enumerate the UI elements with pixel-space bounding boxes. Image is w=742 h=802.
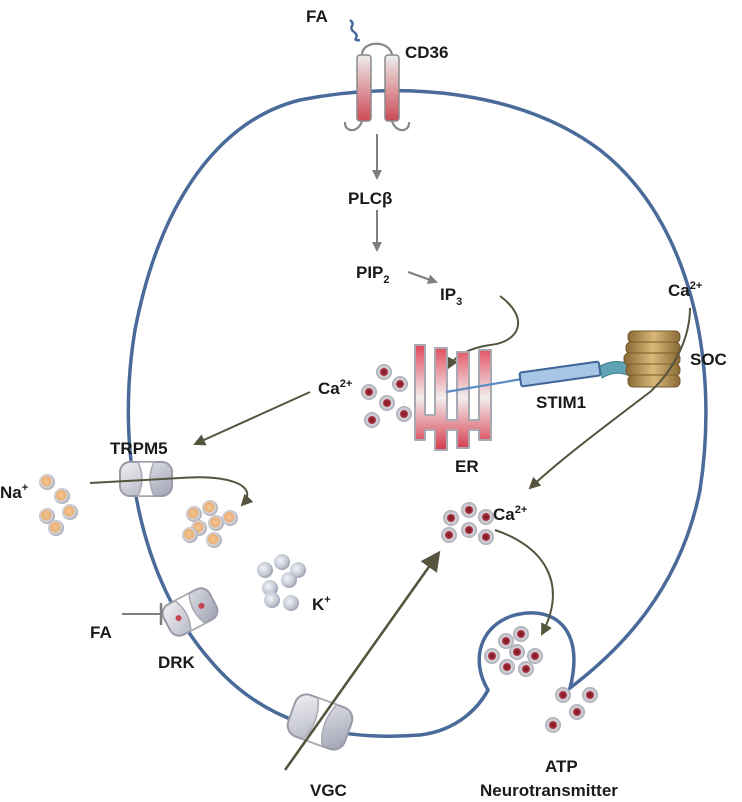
extracellular-sodium-ions [39,474,78,536]
label-stim1: STIM1 [536,393,586,412]
stim1-tether [445,377,523,394]
arrow-vgc-ca-influx [283,550,441,771]
label-plc-beta: PLCβ [348,189,392,208]
label-fa-left: FA [90,623,112,642]
potassium-ions [257,554,306,611]
label-ca-extracellular: Ca2+ [668,280,702,300]
label-pip2: PIP2 [356,263,390,286]
label-fa-top: FA [306,7,328,26]
label-neurotransmitter: Neurotransmitter [480,781,618,800]
label-na: Na+ [0,482,28,502]
label-trpm5: TRPM5 [110,439,168,458]
label-soc: SOC [690,350,727,369]
cytosolic-calcium-ions [441,502,494,545]
cd36-receptor [343,42,411,132]
label-vgc: VGC [310,781,347,800]
soc-channel [623,330,681,388]
label-cd36: CD36 [405,43,448,62]
arrow-soc-ca-influx [528,307,691,490]
endoplasmic-reticulum [414,344,492,451]
fatty-acid-squiggle-icon [349,19,361,42]
label-ca-cytosol: Ca2+ [493,504,527,524]
stim1-protein [518,360,602,388]
label-ca-er: Ca2+ [318,378,352,398]
er-calcium-ions [361,364,412,428]
label-er: ER [455,457,479,476]
arrow-ca-to-vesicle [494,529,554,636]
drk-channel [161,587,219,637]
released-atp-vesicles [545,687,598,733]
intracellular-sodium-ions [182,500,238,548]
cell-membrane [126,88,708,738]
label-ip3: IP3 [440,285,462,308]
label-drk: DRK [158,653,196,672]
label-atp: ATP [545,757,578,776]
label-k: K+ [312,594,331,614]
vesicle-calcium-ions [484,626,543,677]
arrow-pip2-to-ip3 [407,271,438,285]
arrow-ca-to-trpm5 [193,391,311,446]
arrow-na-influx [89,476,254,507]
